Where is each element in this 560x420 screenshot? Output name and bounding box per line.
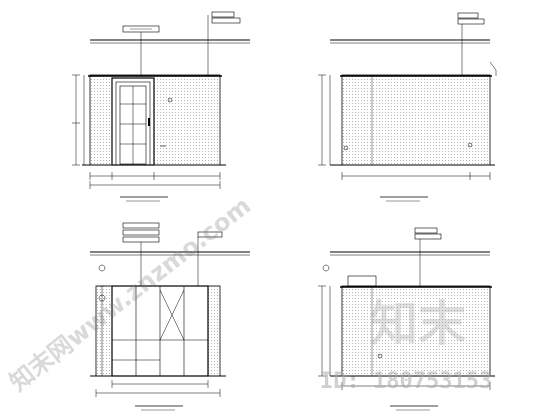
- logo-watermark: 知末: [370, 296, 466, 352]
- wall-fixture: [377, 353, 383, 359]
- horizontal-dimension: [341, 382, 491, 390]
- horizontal-dimension: [89, 172, 221, 189]
- elevation-top-left: [72, 11, 250, 202]
- wardrobe-cabinet: [111, 285, 209, 377]
- elevation-title: [135, 405, 183, 411]
- elevation-title: [390, 405, 438, 411]
- door: [111, 77, 155, 166]
- vertical-dimension: [72, 74, 85, 166]
- wall-panel: [341, 74, 491, 166]
- elevation-title: [380, 196, 428, 202]
- callout-tags: [122, 222, 223, 286]
- wall-fixture: [343, 145, 349, 151]
- vertical-dimension: [98, 264, 106, 377]
- wall-panel: [89, 74, 221, 166]
- elevation-bottom-left: [90, 222, 250, 411]
- wall-fixture: [167, 97, 173, 103]
- wall-fixture: [467, 142, 473, 148]
- elevation-top-right: [318, 12, 497, 202]
- ceiling-fixture: [347, 275, 377, 287]
- callout-tags: [414, 227, 442, 286]
- horizontal-dimension: [95, 380, 221, 397]
- elevation-bottom-right: [318, 227, 495, 411]
- horizontal-dimension: [341, 172, 491, 180]
- vertical-dimension: [318, 74, 331, 166]
- vertical-dimension: [318, 264, 331, 377]
- id-watermark: ID: 180753153: [320, 369, 492, 394]
- wall-panel: [341, 285, 491, 377]
- elevation-title: [120, 196, 168, 202]
